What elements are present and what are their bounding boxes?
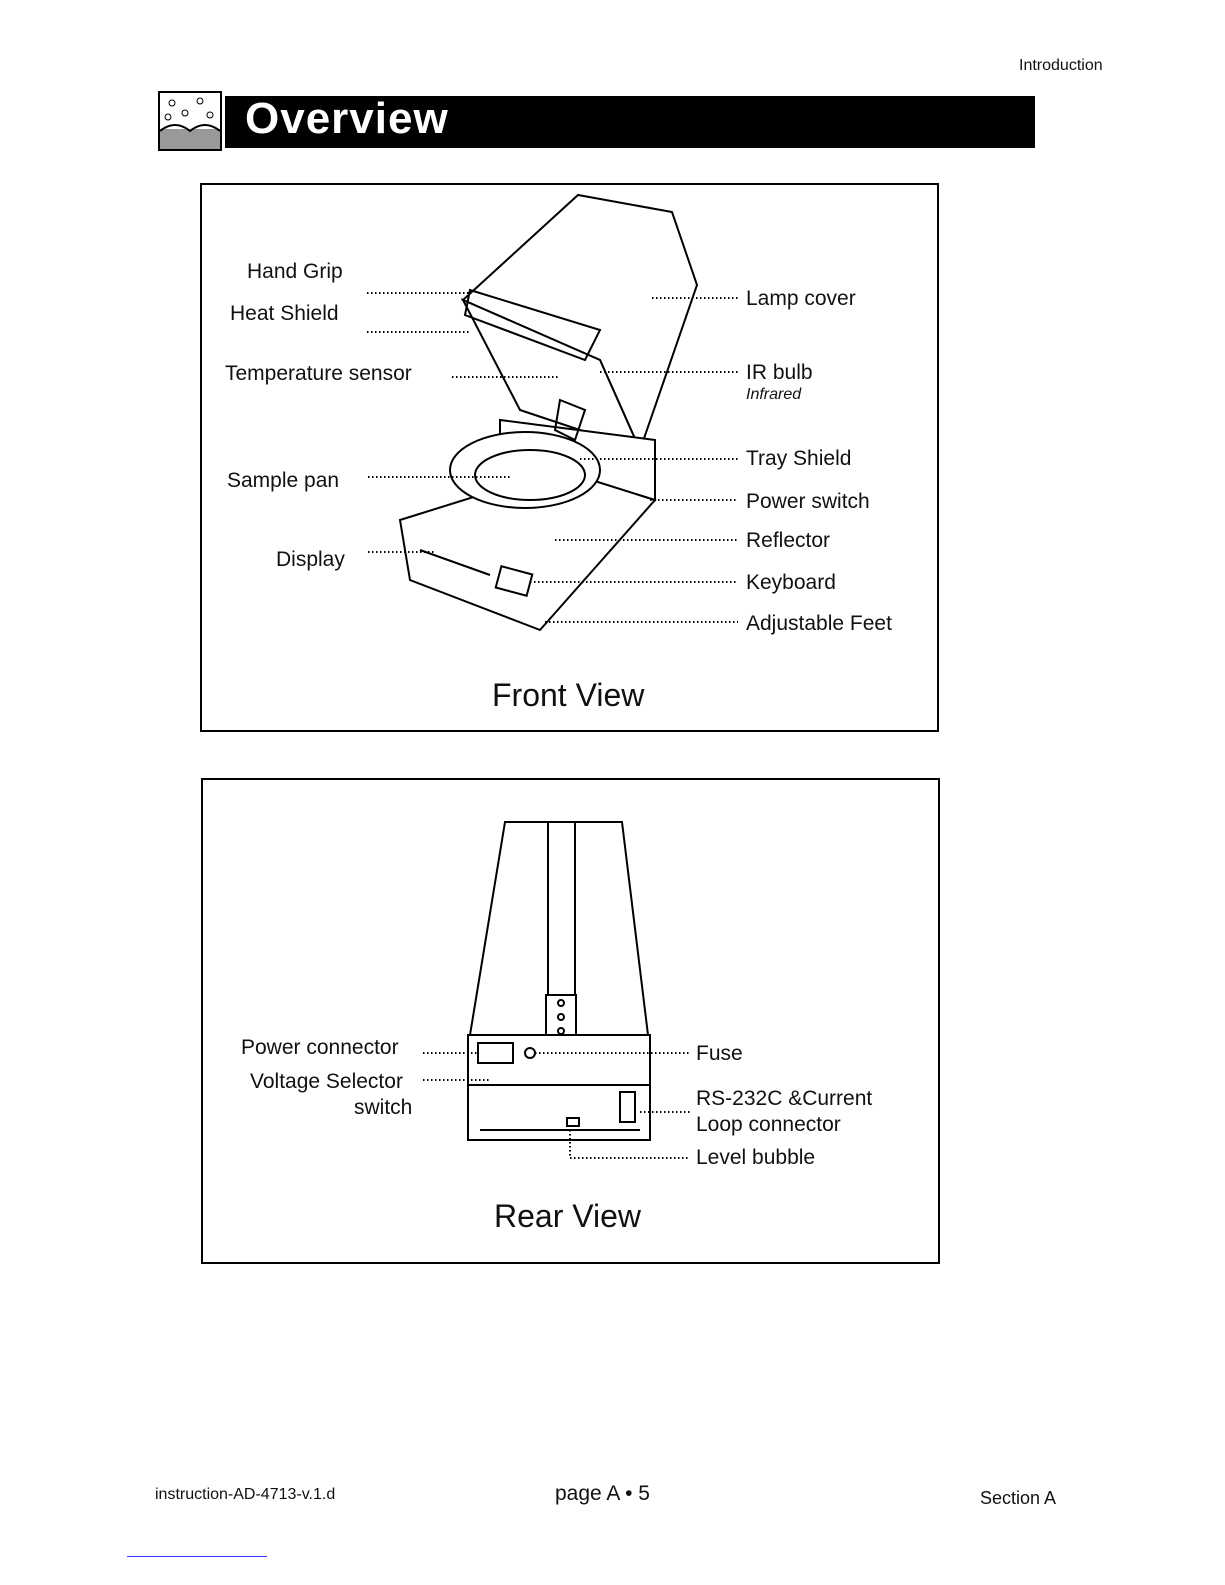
front-view-caption: Front View <box>492 677 645 713</box>
label-lamp-cover: Lamp cover <box>746 287 856 310</box>
label-infrared: Infrared <box>746 386 802 403</box>
label-ir-bulb: IR bulb <box>746 361 813 384</box>
label-hand-grip: Hand Grip <box>247 260 343 283</box>
section-banner: Overview <box>225 94 1035 148</box>
running-header: Introduction <box>1019 57 1103 74</box>
page-title: Overview <box>245 94 449 143</box>
label-voltage-selector-switch: switch <box>354 1096 413 1119</box>
label-display: Display <box>276 548 345 571</box>
rear-view-figure <box>201 778 940 1264</box>
label-level-bubble: Level bubble <box>696 1146 816 1169</box>
label-power-switch: Power switch <box>746 490 870 513</box>
label-keyboard: Keyboard <box>746 571 836 594</box>
label-reflector: Reflector <box>746 529 831 552</box>
footer-page-number: page A • 5 <box>555 1482 650 1505</box>
footer-section: Section A <box>980 1488 1057 1508</box>
section-logo-icon <box>158 91 222 151</box>
label-tray-shield: Tray Shield <box>746 447 852 470</box>
footer-doc-id: instruction-AD-4713-v.1.d <box>155 1486 336 1503</box>
label-adjustable-feet: Adjustable Feet <box>746 612 892 635</box>
label-fuse: Fuse <box>696 1042 743 1065</box>
label-rs232: RS-232C &Current <box>696 1087 873 1110</box>
label-loop-connector: Loop connector <box>696 1113 841 1136</box>
label-sample-pan: Sample pan <box>227 469 340 492</box>
label-temperature-sensor: Temperature sensor <box>225 362 412 385</box>
rear-view-caption: Rear View <box>494 1198 642 1234</box>
label-power-connector: Power connector <box>241 1036 399 1059</box>
label-voltage-selector: Voltage Selector <box>250 1070 403 1093</box>
label-heat-shield: Heat Shield <box>230 302 339 325</box>
front-view-figure <box>200 183 939 732</box>
divider <box>127 1556 267 1557</box>
